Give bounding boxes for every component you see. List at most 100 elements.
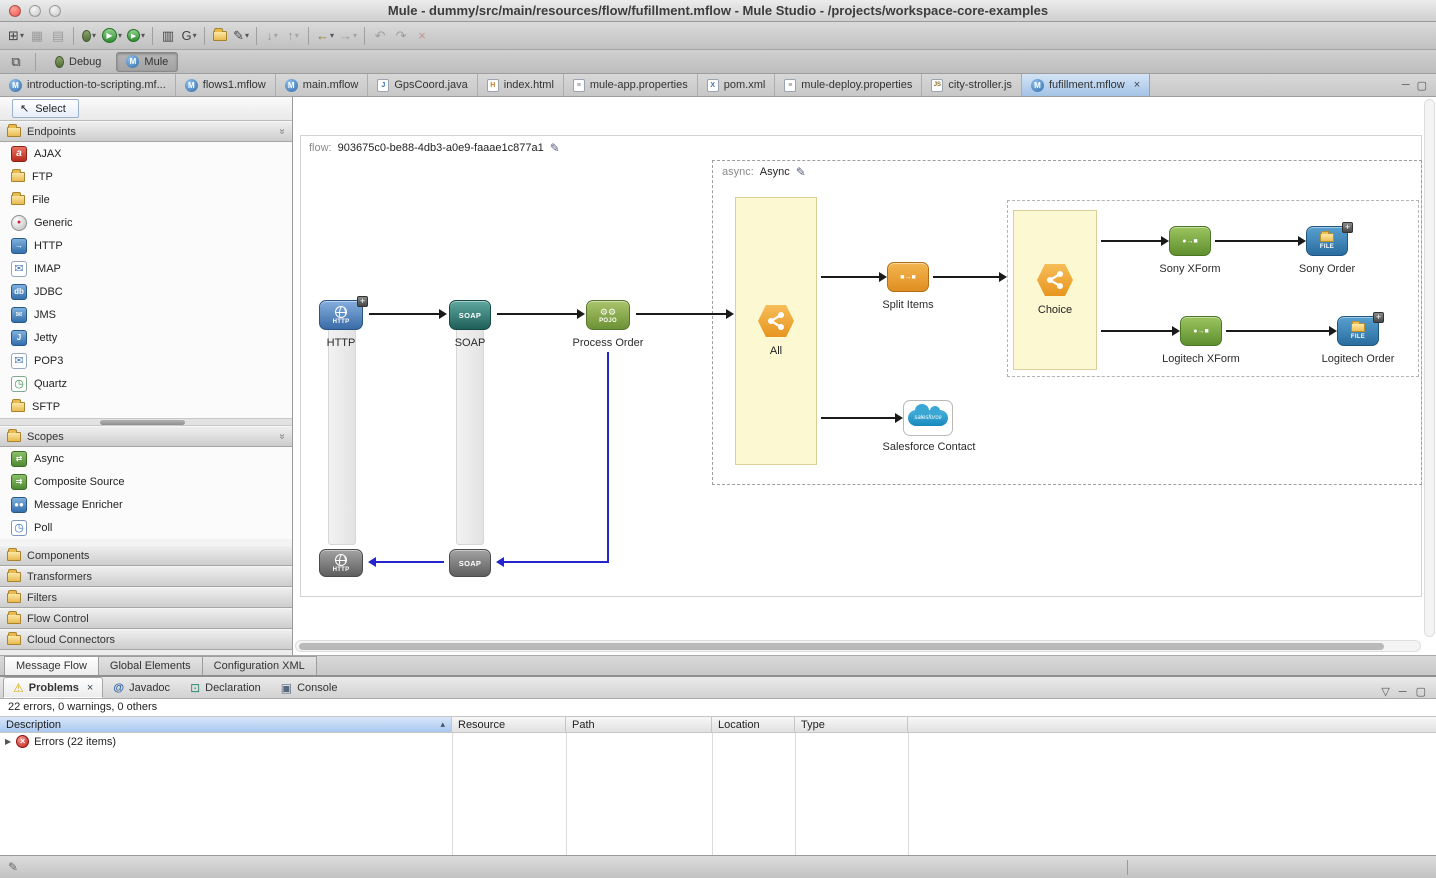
open-resource-button[interactable] [210,25,230,47]
logitech-xform-node[interactable]: ●→■ [1180,316,1222,346]
palette-item-jetty[interactable]: JJetty [0,326,292,349]
close-tab-icon[interactable]: × [1134,79,1140,91]
http-endpoint-node[interactable]: HTTP [319,300,363,330]
back-button[interactable]: ←▾ [314,25,336,47]
tab-configuration-xml[interactable]: Configuration XML [202,656,317,675]
canvas-scrollbar-thumb[interactable] [299,643,1384,650]
editor-tab-index-html[interactable]: Hindex.html [478,74,564,96]
palette-item-ajax[interactable]: aAJAX [0,142,292,165]
minimize-view-icon[interactable]: ─ [1399,686,1407,698]
expander-icon[interactable]: ▶ [5,737,11,746]
palette-category-transformers[interactable]: Transformers [0,566,292,587]
column-divider[interactable] [566,733,567,855]
column-header-location[interactable]: Location [712,717,795,732]
next-annotation-button[interactable]: ↓▾ [262,25,282,47]
palette-item-jms[interactable]: ✉JMS [0,303,292,326]
palette-item-quartz[interactable]: ◷Quartz [0,372,292,395]
sony-xform-node[interactable]: ●→■ [1169,226,1211,256]
sony-order-node[interactable]: FILE [1306,226,1348,256]
external-tools-button[interactable]: G▾ [179,25,199,47]
coverage-button[interactable]: ▥ [158,25,178,47]
palette-item-sftp[interactable]: SFTP [0,395,292,418]
errors-group-row[interactable]: ▶ Errors (22 items) [0,733,1436,750]
forward-button[interactable]: →▾ [337,25,359,47]
split-items-node[interactable]: ■→■ [887,262,929,292]
view-menu-icon[interactable]: ▽ [1381,685,1389,698]
salesforce-contact-node[interactable]: salesforce [903,400,953,436]
palette-category-flow-control[interactable]: Flow Control [0,608,292,629]
tab-message-flow[interactable]: Message Flow [4,656,99,675]
fast-view-edit-icon[interactable]: ✎ [8,860,18,874]
editor-tab-mule-app-properties[interactable]: ≡mule-app.properties [564,74,698,96]
soap-component-node[interactable]: SOAP [449,300,491,330]
edit-flow-name-icon[interactable]: ✎ [550,141,560,155]
editor-tab-city-stroller-js[interactable]: JScity-stroller.js [922,74,1022,96]
run-button[interactable]: ▶▾ [100,25,124,47]
editor-tab-flows1[interactable]: Mflows1.mflow [176,74,276,96]
open-perspective-button[interactable]: ⧉ [6,51,26,73]
tab-javadoc[interactable]: @ Javadoc [103,677,180,698]
palette-category-components[interactable]: Components [0,545,292,566]
column-divider[interactable] [452,733,453,855]
palette-item-jdbc[interactable]: dbJDBC [0,280,292,303]
logitech-order-node[interactable]: FILE [1337,316,1379,346]
all-scope-node[interactable]: All [735,197,817,465]
editor-tab-main-mflow[interactable]: Mmain.mflow [276,74,369,96]
palette-item-imap[interactable]: ✉IMAP [0,257,292,280]
run-last-button[interactable]: ▶▾ [125,25,147,47]
editor-tab-gpscoord-java[interactable]: JGpsCoord.java [368,74,477,96]
maximize-view-icon[interactable]: ▢ [1417,79,1427,92]
perspective-tab-mule[interactable]: M Mule [116,52,178,72]
http-response-node[interactable]: HTTP [319,549,363,577]
maximize-view-icon[interactable]: ▢ [1416,685,1426,698]
palette-scrollbar[interactable] [0,418,292,426]
minimize-window-button[interactable] [29,5,41,17]
palette-category-cloud-connectors[interactable]: Cloud Connectors [0,629,292,650]
editor-tab-mule-deploy-properties[interactable]: ≡mule-deploy.properties [775,74,922,96]
palette-scrollbar-thumb[interactable] [100,420,185,425]
editor-tab-fufillment-mflow[interactable]: Mfufillment.mflow× [1022,74,1150,96]
palette-category-scopes[interactable]: Scopes » [0,426,292,447]
column-divider[interactable] [795,733,796,855]
column-header-type[interactable]: Type [795,717,908,732]
close-view-icon[interactable]: × [87,682,93,694]
save-button[interactable]: ▦ [27,25,47,47]
palette-item-ftp[interactable]: FTP [0,165,292,188]
tab-global-elements[interactable]: Global Elements [98,656,203,675]
edit-async-name-icon[interactable]: ✎ [796,165,806,179]
palette-item-file[interactable]: File [0,188,292,211]
editor-tab-introduction-to-scripting[interactable]: Mintroduction-to-scripting.mf... [0,74,176,96]
redo-button[interactable]: ↷ [391,25,411,47]
column-header-description[interactable]: Description▴ [0,717,452,732]
print-button[interactable]: ▤ [48,25,68,47]
palette-item-pop3[interactable]: ✉POP3 [0,349,292,372]
palette-item-async[interactable]: ⇄Async [0,447,292,470]
palette-item-http[interactable]: →HTTP [0,234,292,257]
palette-item-message-enricher[interactable]: ●●Message Enricher [0,493,292,516]
canvas-vertical-scrollbar[interactable] [1424,99,1435,637]
annotation-button[interactable]: ✎▾ [231,25,251,47]
column-header-resource[interactable]: Resource [452,717,566,732]
perspective-tab-debug[interactable]: Debug [45,52,111,72]
soap-response-node[interactable]: SOAP [449,549,491,577]
flow-canvas[interactable]: flow: 903675c0-be88-4db3-a0e9-faaae1c877… [293,97,1436,655]
tab-problems[interactable]: ⚠ Problems × [3,677,103,698]
new-wizard-button[interactable]: ⊞▾ [6,25,26,47]
column-divider[interactable] [908,733,909,855]
process-order-node[interactable]: ⚙⚙ POJO [586,300,630,330]
select-tool-button[interactable]: ↖ Select [12,99,79,118]
palette-item-poll[interactable]: ◷Poll [0,516,292,539]
tab-console[interactable]: ▣ Console [271,677,348,698]
zoom-window-button[interactable] [49,5,61,17]
editor-tab-pom-xml[interactable]: Xpom.xml [698,74,776,96]
column-divider[interactable] [712,733,713,855]
close-window-button[interactable] [9,5,21,17]
choice-node[interactable]: Choice [1013,210,1097,370]
debug-button[interactable]: ▾ [79,25,99,47]
terminate-button[interactable]: × [412,25,432,47]
palette-item-generic[interactable]: ●Generic [0,211,292,234]
tab-declaration[interactable]: ⊡ Declaration [180,677,271,698]
palette-category-endpoints[interactable]: Endpoints » [0,121,292,142]
palette-category-filters[interactable]: Filters [0,587,292,608]
palette-item-composite-source[interactable]: ⇉Composite Source [0,470,292,493]
